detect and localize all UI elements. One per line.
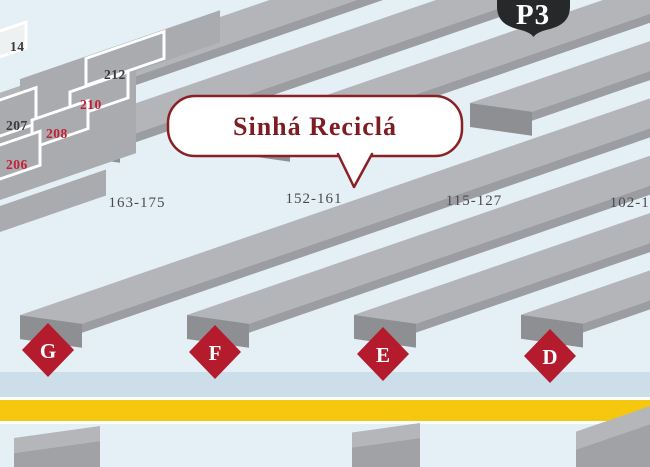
stall-cell-14[interactable] <box>0 20 28 62</box>
callout-stall-name: Sinhá Reciclá <box>233 112 397 141</box>
row-marker-F[interactable]: F <box>189 325 241 379</box>
stall-number-208: 208 <box>46 126 68 141</box>
callout-tail-border <box>336 152 374 189</box>
marker-diamond <box>189 325 241 379</box>
stall-number-212: 212 <box>104 67 126 82</box>
stall-number-207: 207 <box>6 118 28 133</box>
stall-cluster: 14 212 210 207 208 206 <box>0 10 220 237</box>
aisle-range-label: 163-175 <box>109 195 166 211</box>
row-marker-E[interactable]: E <box>357 327 409 381</box>
stall-callout[interactable]: Sinhá Reciclá <box>166 94 464 189</box>
marker-letter: G <box>40 339 56 363</box>
badge-shield <box>497 0 570 37</box>
street-band <box>0 372 650 397</box>
south-building <box>14 425 100 467</box>
stall-cell-207[interactable] <box>0 85 38 141</box>
marker-diamond <box>357 327 409 381</box>
stall-number-210: 210 <box>80 97 102 112</box>
south-building <box>352 422 420 467</box>
street-edge-line <box>0 421 650 424</box>
callout-tail <box>336 152 374 188</box>
badge-label: P3 <box>516 0 550 31</box>
aisle-range-label: 115-127 <box>446 193 502 209</box>
street-edge-line <box>0 397 650 400</box>
row-marker-D[interactable]: D <box>524 329 576 383</box>
bar-end-face <box>470 103 532 136</box>
marker-letter: F <box>209 341 222 365</box>
marker-letter: D <box>542 345 557 369</box>
marker-letter: E <box>376 343 390 367</box>
aisle-range-label: 102-114 <box>610 195 650 211</box>
marker-diamond <box>22 323 74 377</box>
callout-bubble <box>166 94 464 158</box>
south-building <box>576 403 650 467</box>
stall-cell-206[interactable] <box>0 129 42 184</box>
stall-number-14: 14 <box>10 39 25 54</box>
aisle-range-label: 152-161 <box>286 191 343 207</box>
stall-number-206: 206 <box>6 157 28 172</box>
sector-badge[interactable]: P3 <box>497 0 570 37</box>
marker-diamond <box>524 329 576 383</box>
market-row-bar <box>470 41 650 136</box>
row-marker-G[interactable]: G <box>22 323 74 377</box>
road-stripe <box>0 400 650 421</box>
stall-block <box>0 169 106 237</box>
